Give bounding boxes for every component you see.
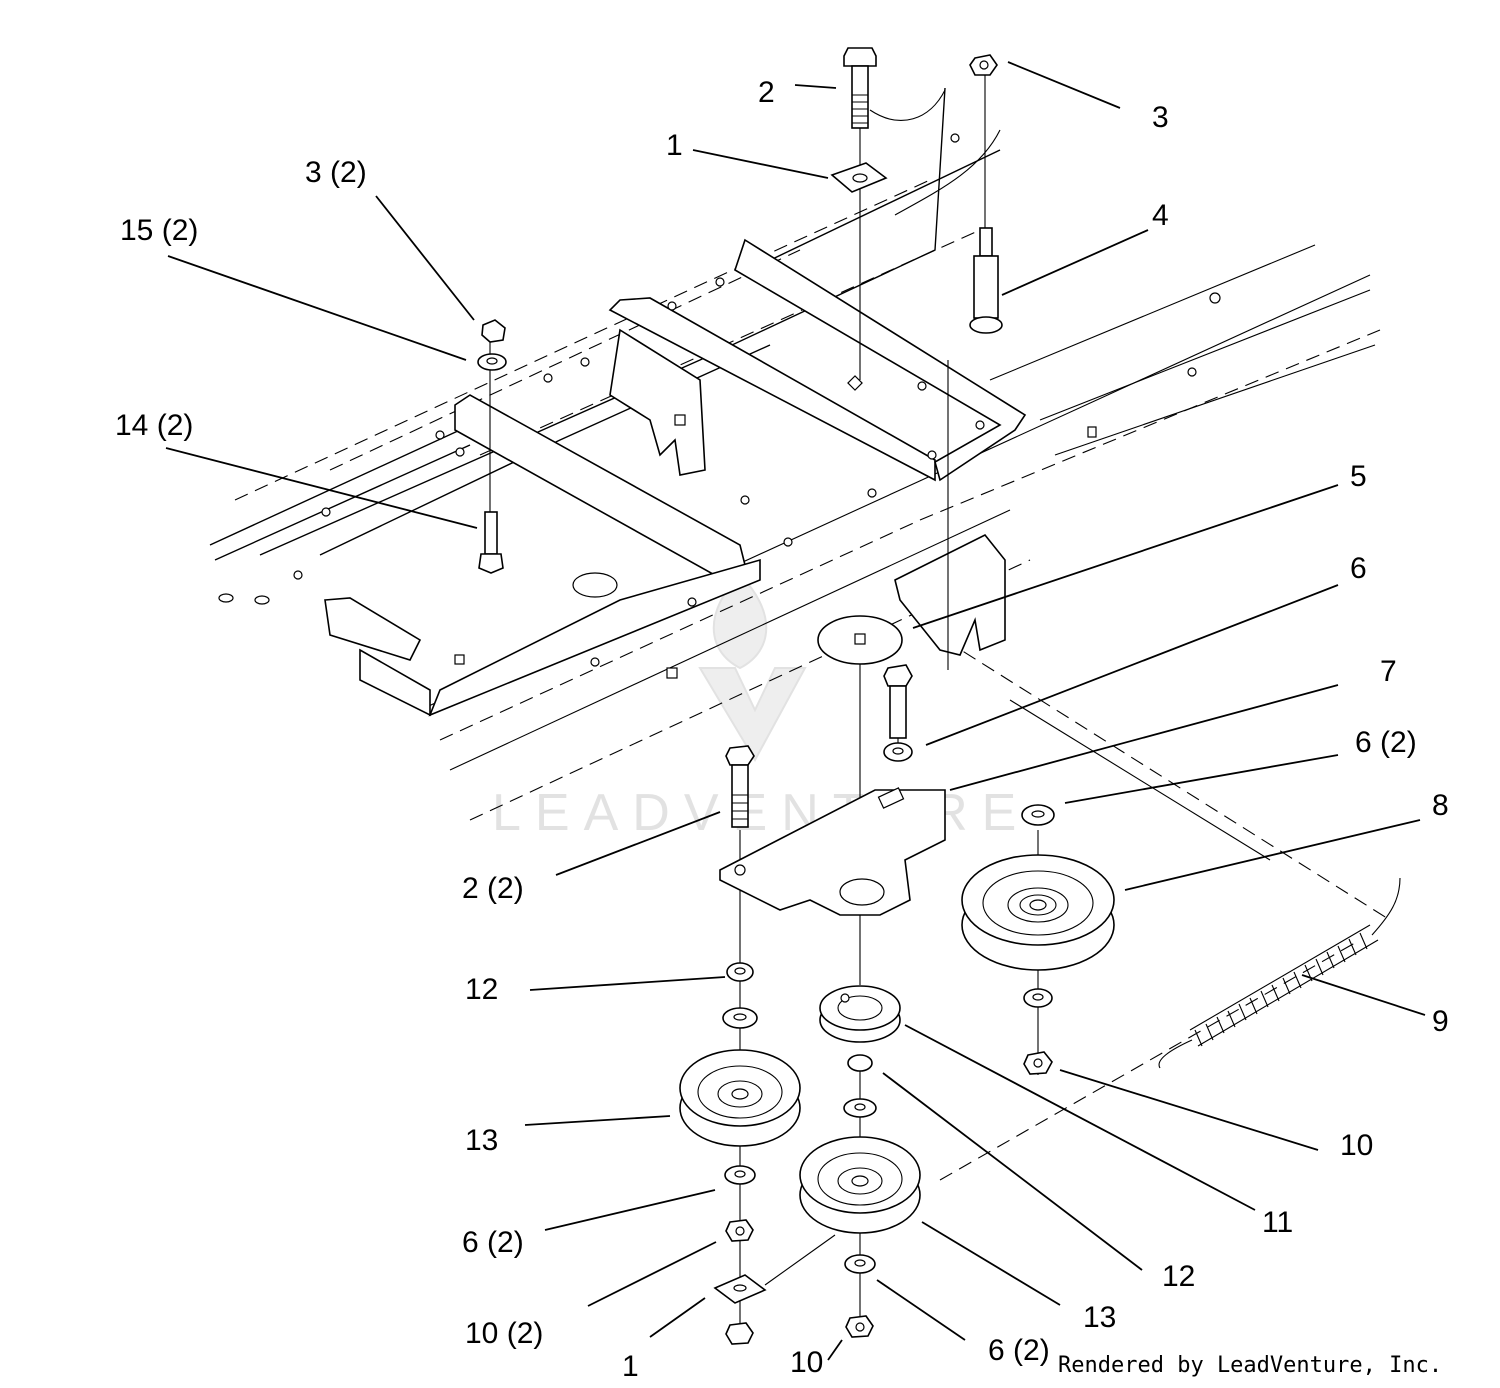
callout-4: 4 <box>1152 199 1169 232</box>
callout-6-2-left: 6 (2) <box>462 1226 524 1259</box>
part-washer-6-left <box>724 1165 756 1185</box>
part-bolt-2-top <box>843 47 877 129</box>
part-washer-center-2 <box>843 1098 877 1118</box>
part-pulley-13-left <box>679 1049 801 1147</box>
callout-8: 8 <box>1432 789 1449 822</box>
part-pulley-13-center <box>799 1136 921 1234</box>
callout-1-top: 1 <box>666 129 683 162</box>
belt-line <box>764 1234 836 1286</box>
part-washer-12-left <box>726 962 754 982</box>
part-idler-arm-7 <box>719 787 946 916</box>
part-nut-3-left <box>481 319 506 343</box>
part-bolt-right <box>883 664 913 739</box>
part-nut-lower-left <box>725 1322 754 1345</box>
part-clamp-1-top <box>830 162 888 193</box>
callout-13-center: 13 <box>1083 1301 1116 1334</box>
callout-6: 6 <box>1350 552 1367 585</box>
part-washer-lower-right <box>1023 988 1053 1008</box>
callout-1-lower: 1 <box>622 1350 639 1383</box>
part-nut-3-top <box>969 54 998 76</box>
callout-6-2-upper: 6 (2) <box>1355 726 1417 759</box>
callout-10-2: 10 (2) <box>465 1317 543 1350</box>
part-clamp-1-lower <box>713 1274 767 1304</box>
callout-14-2: 14 (2) <box>115 409 193 442</box>
callout-2-top: 2 <box>758 76 775 109</box>
callout-15-2: 15 (2) <box>120 214 198 247</box>
callout-2-2: 2 (2) <box>462 872 524 905</box>
callout-9: 9 <box>1432 1005 1449 1038</box>
part-washer-6-center <box>844 1254 876 1274</box>
part-stud-4 <box>969 227 1003 334</box>
part-nut-10-left <box>725 1219 754 1242</box>
callout-3-2: 3 (2) <box>305 156 367 189</box>
part-washer-6-right <box>1021 804 1055 826</box>
part-bolt-2-lower <box>725 745 755 828</box>
callout-10-center: 10 <box>790 1346 823 1379</box>
part-nut-10-center <box>845 1315 874 1338</box>
watermark-text: LEADVENTURE <box>492 784 1030 842</box>
part-nut-10-right <box>1023 1051 1053 1075</box>
callout-12-center: 12 <box>1162 1260 1195 1293</box>
callout-11: 11 <box>1262 1206 1293 1239</box>
callout-3-top: 3 <box>1152 101 1169 134</box>
callout-labels: 1 2 3 3 (2) 15 (2) 4 14 (2) 5 6 7 6 (2) … <box>115 76 1449 1383</box>
callout-5: 5 <box>1350 460 1367 493</box>
callout-12-left: 12 <box>465 973 498 1006</box>
part-washer-15 <box>477 353 507 371</box>
part-collar-11 <box>819 985 901 1043</box>
part-washer-12-center <box>847 1054 873 1072</box>
part-washer-6 <box>883 742 913 762</box>
part-washer-left-2 <box>722 1007 758 1029</box>
part-pulley-8 <box>961 854 1115 971</box>
callout-6-2-bottom: 6 (2) <box>988 1334 1050 1367</box>
callout-13-left: 13 <box>465 1124 498 1157</box>
part-spring-9 <box>1158 877 1401 1069</box>
part-spacer-5 <box>817 615 903 665</box>
leader-lines <box>165 61 1426 1361</box>
callout-10-right: 10 <box>1340 1129 1373 1162</box>
part-bolt-14 <box>478 511 504 574</box>
render-credit: Rendered by LeadVenture, Inc. <box>1058 1353 1442 1378</box>
callout-7: 7 <box>1380 655 1397 688</box>
